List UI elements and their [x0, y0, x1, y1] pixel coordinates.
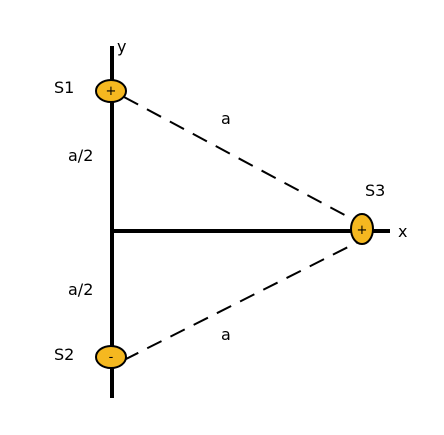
y-axis-label: y: [117, 37, 126, 56]
distance-label-s2-s3: a: [221, 325, 231, 344]
charge-s1-label: S1: [54, 78, 74, 97]
charge-s3-label: S3: [365, 181, 385, 200]
charge-s3: +: [350, 213, 374, 245]
side-s2-s3: [123, 241, 359, 361]
charge-s2-body: [95, 345, 127, 369]
charge-s2-label: S2: [54, 345, 74, 364]
charge-s2-sign: -: [109, 350, 114, 365]
side-s1-s3: [123, 96, 355, 221]
distance-label-upper: a/2: [68, 146, 93, 165]
charge-s1: +: [95, 79, 127, 103]
charge-s1-body: [95, 79, 127, 103]
charge-s1-sign: +: [106, 84, 117, 99]
distance-label-s1-s3: a: [221, 109, 231, 128]
charge-s3-body: [350, 213, 374, 245]
charge-s3-sign: +: [357, 223, 368, 238]
charge-s2: -: [95, 345, 127, 369]
x-axis-label: x: [398, 222, 407, 241]
distance-label-lower: a/2: [68, 280, 93, 299]
